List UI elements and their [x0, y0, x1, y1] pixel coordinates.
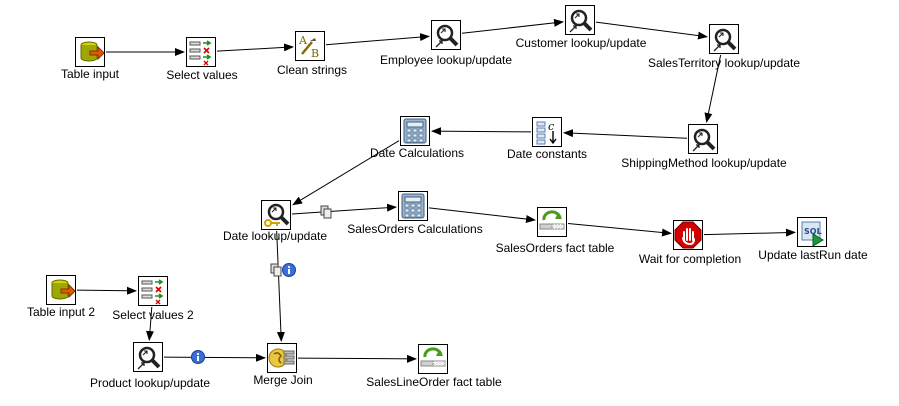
step-select-values-2[interactable] — [138, 276, 168, 306]
step-date-lookup[interactable] — [261, 200, 291, 230]
hop-clean-strings-to-employee-lookup[interactable] — [325, 33, 430, 46]
copy-icon — [270, 263, 282, 276]
hop-salesterritory-lookup-to-shippingmethod-lookup[interactable] — [704, 54, 722, 123]
step-date-constants[interactable]: c — [532, 117, 562, 147]
info-icon — [282, 262, 297, 277]
step-saleslineorder-fact[interactable] — [418, 344, 448, 374]
step-label: Update lastRun date — [758, 248, 868, 262]
hop-date-lookup-to-merge-join[interactable] — [276, 230, 285, 342]
hop-date-calculations-to-date-lookup[interactable] — [292, 140, 400, 206]
hop-product-lookup-to-merge-join[interactable] — [163, 353, 266, 362]
step-label: ShippingMethod lookup/update — [621, 156, 787, 170]
hop-select-values-2-to-product-lookup[interactable] — [145, 306, 154, 341]
step-label: SalesTerritory lookup/update — [647, 56, 801, 70]
step-label: Merge Join — [253, 373, 313, 387]
step-label: Date constants — [506, 147, 588, 161]
step-merge-join[interactable] — [267, 343, 297, 373]
step-label: Product lookup/update — [89, 376, 211, 390]
step-salesorders-calculations[interactable] — [398, 191, 428, 221]
step-update-lastrun[interactable]: SQL — [797, 217, 827, 247]
info-icon — [191, 350, 206, 365]
step-label: SalesOrders fact table — [495, 241, 615, 255]
step-label: Date lookup/update — [222, 229, 328, 243]
step-label: Employee lookup/update — [379, 53, 513, 67]
svg-text:B: B — [311, 47, 319, 60]
hop-salesorders-calculations-to-salesorders-fact[interactable] — [428, 207, 536, 223]
hop-date-lookup-to-salesorders-calculations[interactable] — [291, 203, 397, 215]
step-label: Customer lookup/update — [515, 36, 647, 50]
step-label: Select values 2 — [112, 308, 194, 322]
step-date-calculations[interactable] — [400, 116, 430, 146]
step-label: Table input 2 — [26, 305, 96, 319]
hop-wait-for-completion-to-update-lastrun[interactable] — [703, 228, 796, 237]
step-label: Date Calculations — [369, 146, 465, 160]
step-salesterritory-lookup[interactable] — [709, 24, 739, 54]
step-label: SalesLineOrder fact table — [366, 375, 502, 389]
step-label: Clean strings — [276, 63, 348, 77]
step-table-input[interactable] — [75, 37, 105, 67]
svg-text:SQL: SQL — [804, 227, 822, 236]
step-customer-lookup[interactable] — [565, 5, 595, 35]
hop-shippingmethod-lookup-to-date-constants[interactable] — [563, 129, 688, 139]
copy-info-icon — [270, 262, 297, 282]
hop-salesorders-fact-to-wait-for-completion[interactable] — [567, 223, 672, 237]
step-select-values[interactable] — [186, 37, 216, 67]
step-label: SalesOrders Calculations — [347, 222, 483, 236]
step-employee-lookup[interactable] — [431, 20, 461, 50]
hop-merge-join-to-saleslineorder-fact[interactable] — [297, 354, 417, 363]
copy-icon — [320, 205, 332, 224]
hop-table-input-2-to-select-values-2[interactable] — [76, 286, 137, 295]
copy-icon — [320, 205, 332, 219]
svg-text:c: c — [548, 120, 554, 133]
hop-select-values-to-clean-strings[interactable] — [216, 43, 294, 52]
step-label: Wait for completion — [638, 252, 742, 266]
info-icon — [191, 350, 206, 369]
hop-date-constants-to-date-calculations[interactable] — [431, 127, 532, 136]
svg-text:A: A — [298, 34, 308, 47]
hop-customer-lookup-to-salesterritory-lookup[interactable] — [595, 21, 708, 40]
step-salesorders-fact[interactable] — [537, 207, 567, 237]
step-label: Select values — [166, 68, 238, 82]
hop-employee-lookup-to-customer-lookup[interactable] — [461, 18, 564, 34]
step-product-lookup[interactable] — [133, 342, 163, 372]
step-wait-for-completion[interactable] — [673, 220, 703, 250]
step-table-input-2[interactable] — [46, 275, 76, 305]
step-label: Table input — [60, 67, 120, 81]
step-shippingmethod-lookup[interactable] — [688, 124, 718, 154]
